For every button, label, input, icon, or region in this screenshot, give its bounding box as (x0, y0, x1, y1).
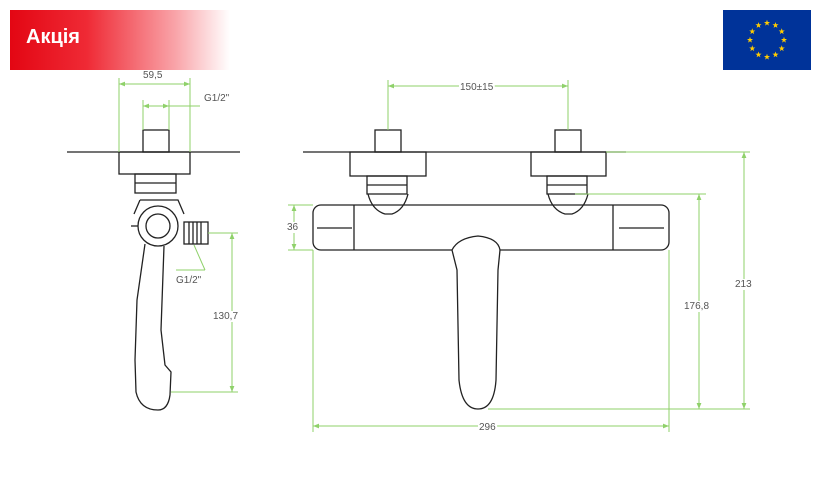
front-center-distance-label: 150±15 (460, 82, 494, 93)
label-background (459, 82, 495, 93)
label-background (212, 311, 240, 322)
front-body-height-label: 36 (287, 222, 299, 233)
front-total-width-label: 296 (479, 422, 496, 433)
front-view (303, 129, 670, 410)
eu-star-icon (778, 45, 785, 52)
front-total-height-label: 213 (735, 279, 752, 290)
eu-star-icon (772, 22, 779, 28)
label-background (142, 70, 164, 81)
eu-star-icon (780, 36, 788, 43)
promo-label: Акція (26, 26, 80, 48)
label-background (478, 422, 498, 433)
eu-star-icon (749, 45, 756, 52)
label-background (734, 279, 754, 290)
eu-star-icon (746, 36, 754, 43)
eu-flag-icon (723, 10, 811, 70)
eu-star-icon (778, 28, 785, 35)
eu-star-icon (749, 28, 756, 35)
front-view-dimensions (288, 80, 750, 432)
side-view-dimensions (118, 78, 238, 393)
eu-star-icon (763, 53, 771, 60)
side-view (67, 129, 240, 411)
promo-banner: Акція (10, 10, 230, 70)
side-spout-height-label: 130,7 (213, 311, 238, 322)
eu-star-icon (763, 19, 771, 26)
side-width-label: 59,5 (143, 70, 163, 81)
label-background (203, 93, 231, 104)
label-background (286, 222, 300, 233)
eu-star-icon (755, 51, 762, 58)
eu-star-icon (772, 51, 779, 58)
label-background (175, 275, 203, 286)
side-thread-side-label: G1/2" (176, 275, 202, 286)
label-background (683, 301, 711, 312)
front-spout-height-label: 176,8 (684, 301, 709, 312)
side-thread-top-label: G1/2" (204, 93, 230, 104)
eu-star-icon (755, 22, 762, 28)
